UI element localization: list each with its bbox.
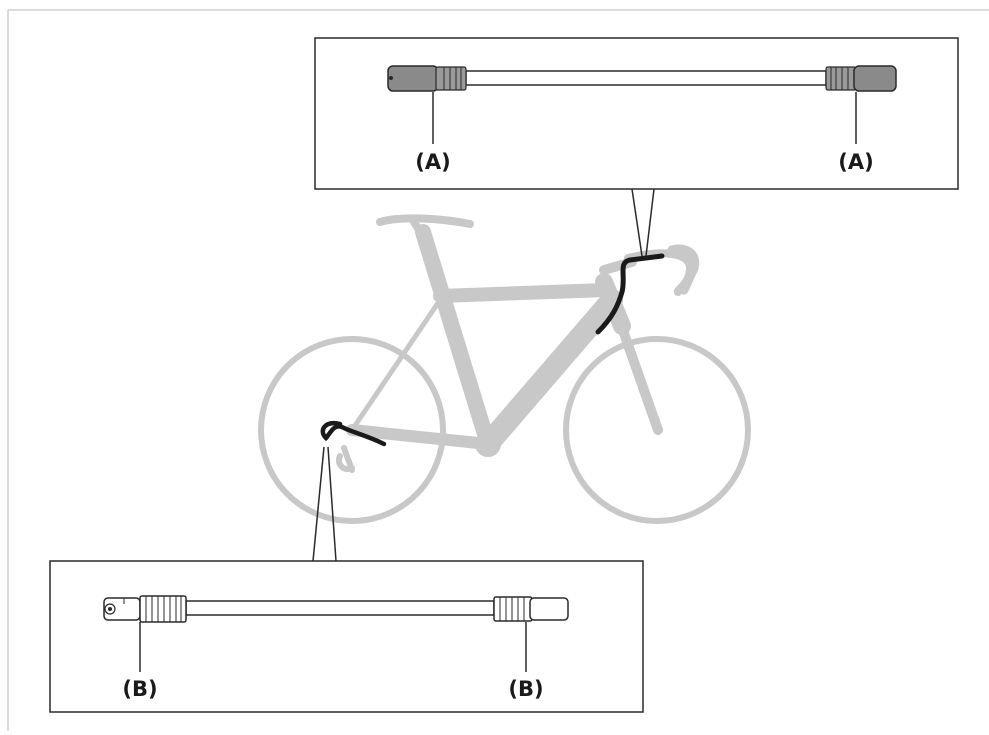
chain-stay	[346, 424, 494, 450]
callout-top-pointer-left	[631, 188, 643, 257]
label-a-right: (A)	[838, 150, 873, 174]
bicycle-icon	[258, 214, 751, 524]
callout-bottom-box	[49, 560, 644, 713]
front-cable-route	[595, 253, 665, 335]
rear-derailleur	[336, 445, 355, 473]
top-tube	[433, 283, 613, 303]
end-cap-left	[387, 65, 467, 92]
down-tube	[477, 289, 623, 455]
outer-casing	[185, 600, 495, 616]
page-border	[7, 9, 989, 731]
callout-top: (A) (A)	[314, 37, 959, 257]
saddle	[376, 214, 474, 228]
brake-lever	[667, 244, 700, 295]
front-wheel	[563, 336, 751, 524]
seat-post	[410, 218, 427, 240]
rear-wheel	[258, 336, 446, 524]
label-b-left: (B)	[122, 677, 157, 701]
callout-bottom-pointer-left	[312, 446, 325, 562]
cable-route	[320, 253, 665, 447]
fork	[615, 317, 663, 435]
end-cap-right	[825, 65, 897, 92]
callout-bottom: (B) (B)	[49, 446, 644, 713]
cable-with-caps-icon	[387, 65, 897, 92]
seat-tube	[415, 224, 496, 452]
end-cap-right	[493, 596, 569, 622]
chainring	[475, 431, 501, 457]
label-a-left: (A)	[415, 150, 450, 174]
label-b-right: (B)	[508, 677, 543, 701]
callout-top-box	[314, 37, 959, 190]
callout-top-pointer-right	[645, 188, 655, 257]
seat-stay	[349, 297, 443, 433]
callout-bottom-pointer-right	[327, 446, 337, 562]
cable-with-caps-icon	[103, 595, 569, 623]
end-cap-left	[103, 595, 187, 623]
outer-casing	[465, 70, 827, 86]
rear-cable-route	[320, 420, 387, 447]
